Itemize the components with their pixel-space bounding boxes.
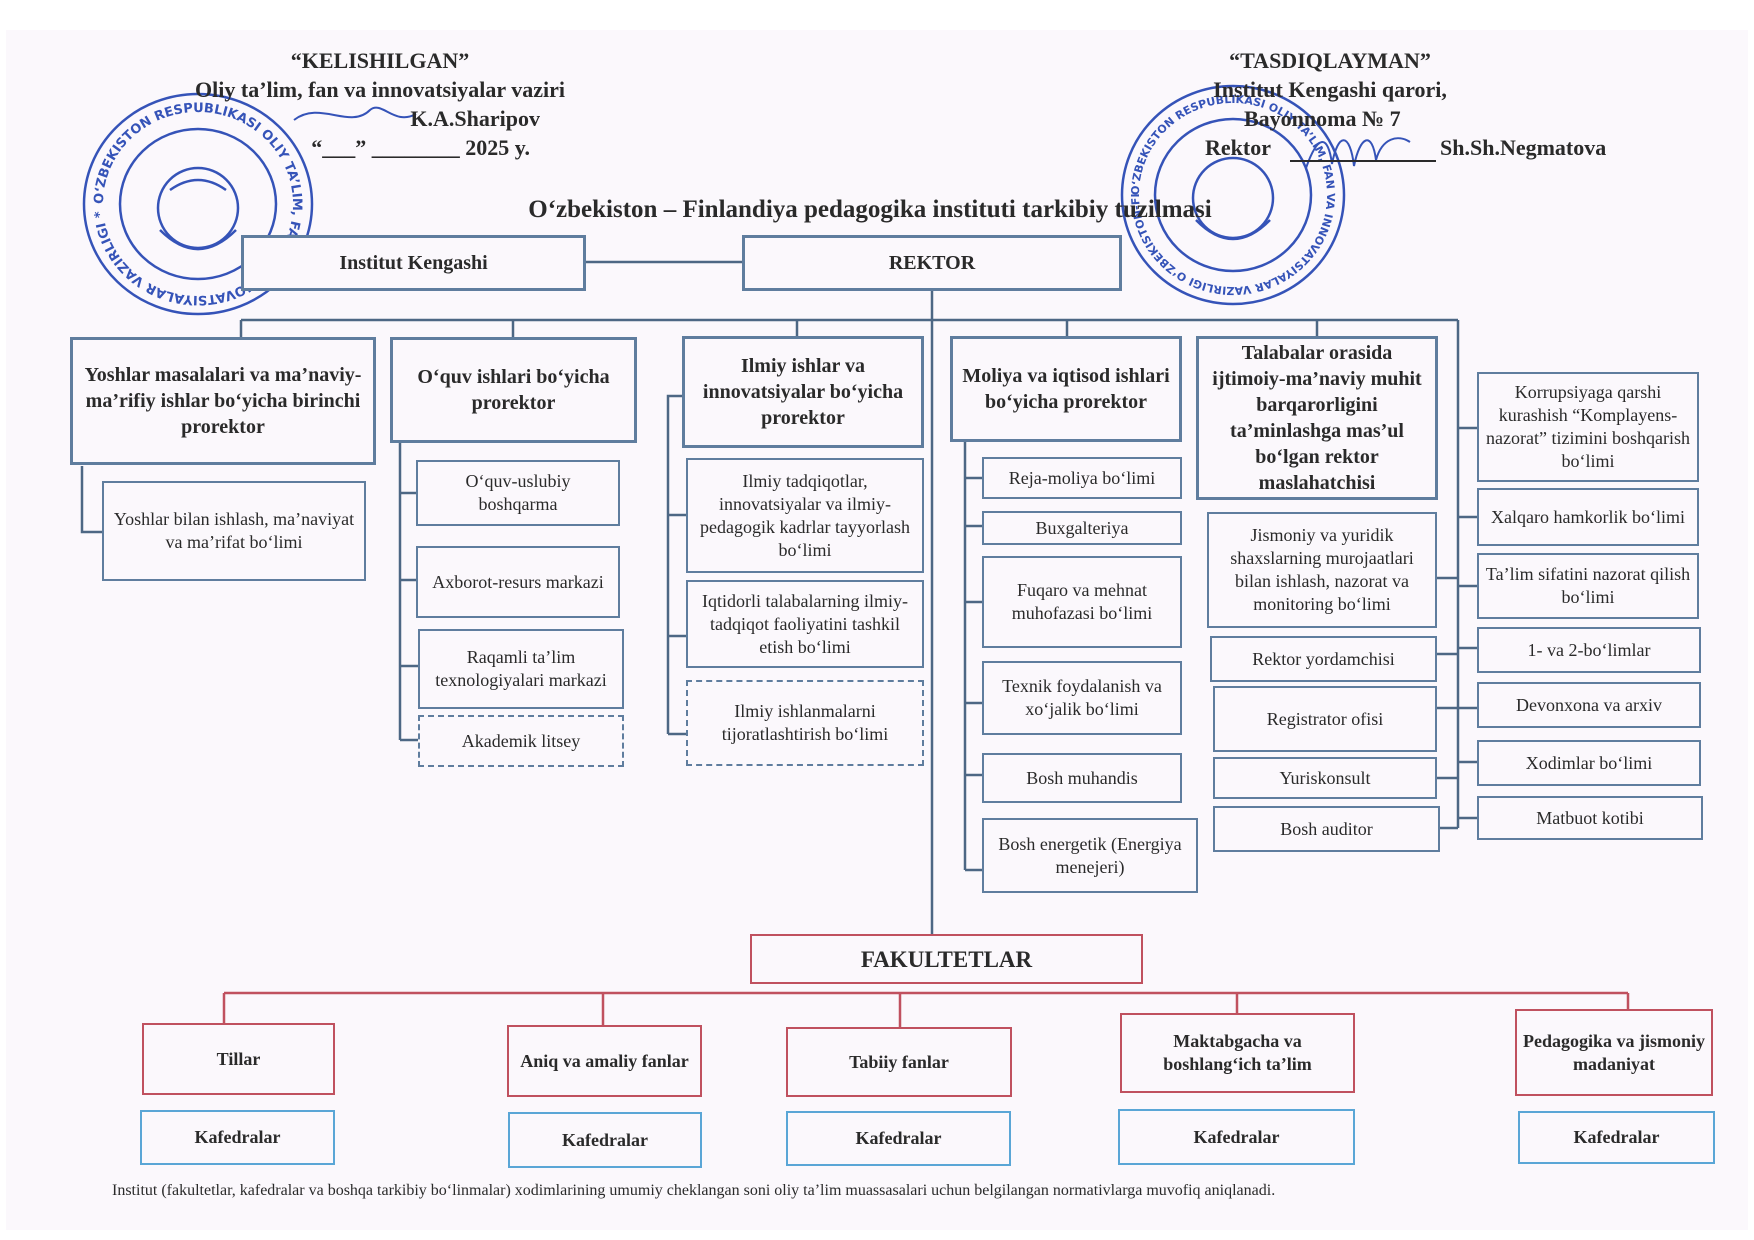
header-right-name: Sh.Sh.Negmatova — [1440, 135, 1607, 160]
col4-head-box: Moliya va iqtisod ishlari bo‘yicha prore… — [950, 336, 1182, 442]
col2-head-box: O‘quv ishlari bo‘yicha prorektor — [390, 337, 637, 443]
header-right-signline — [1290, 160, 1436, 162]
page-title: O‘zbekiston – Finlandiya pedagogika inst… — [528, 196, 1212, 223]
header-left-line1: Oliy ta’lim, fan va innovatsiyalar vazir… — [195, 77, 565, 102]
col2-item-2: Raqamli ta’lim texnologiyalari markazi — [418, 629, 624, 709]
col4-item-1: Buxgalteriya — [982, 511, 1182, 545]
col6-item-1: Xalqaro hamkorlik bo‘limi — [1477, 488, 1699, 546]
line-col1 — [80, 466, 103, 534]
col2-item-3: Akademik litsey — [418, 715, 624, 767]
col5-item-4: Bosh auditor — [1213, 806, 1440, 852]
kafedra-box-3: Kafedralar — [1118, 1109, 1355, 1165]
col2-item-0: O‘quv-uslubiy boshqarma — [416, 460, 620, 526]
line-col3 — [666, 394, 682, 734]
col3-head-box: Ilmiy ishlar va innovatsiyalar bo‘yicha … — [682, 336, 924, 448]
col1-head-box: Yoshlar masalalari va ma’naviy-ma’rifiy … — [70, 337, 376, 465]
footer-note: Institut (fakultetlar, kafedralar va bos… — [112, 1182, 1276, 1199]
col3-item-2: Ilmiy ishlanmalarni tijoratlashtirish bo… — [686, 680, 924, 766]
kafedra-box-0: Kafedralar — [140, 1110, 335, 1165]
faculty-box-1: Aniq va amaliy fanlar — [507, 1025, 702, 1097]
fakultetlar-box: FAKULTETLAR — [750, 934, 1143, 984]
col5-item-3: Yuriskonsult — [1213, 757, 1437, 799]
col4-item-0: Reja-moliya bo‘limi — [982, 457, 1182, 499]
kafedra-box-1: Kafedralar — [508, 1112, 702, 1168]
col5-item-2: Registrator ofisi — [1213, 686, 1437, 752]
header-right-line2: Bayonnoma № 7 — [1244, 106, 1401, 131]
header-left: “KELISHILGAN” Oliy ta’lim, fan va innova… — [160, 46, 600, 162]
signature-right-icon — [1305, 137, 1411, 169]
col5-head-box: Talabalar orasida ijtimoiy-ma’naviy muhi… — [1196, 336, 1438, 500]
col2-item-1: Axborot-resurs markazi — [416, 546, 620, 618]
faculty-box-3: Maktabgacha va boshlang‘ich ta’lim — [1120, 1013, 1355, 1093]
seal-right-icon: O‘ZBEKISTON RESPUBLIKASI OLIY TA’LIM, FA… — [1118, 82, 1346, 306]
col3-item-0: Ilmiy tadqiqotlar, innovatsiyalar va ilm… — [686, 458, 924, 573]
col4-item-3: Texnik foydalanish va xo‘jalik bo‘limi — [982, 661, 1182, 735]
col6-item-4: Devonxona va arxiv — [1477, 682, 1701, 728]
col1-item-0: Yoshlar bilan ishlash, ma’naviyat va ma’… — [102, 481, 366, 581]
col6-item-6: Matbuot kotibi — [1477, 796, 1703, 840]
col4-item-5: Bosh energetik (Energiya menejeri) — [982, 818, 1198, 893]
header-right: “TASDIQLAYMAN” Institut Kengashi qarori,… — [1150, 46, 1510, 133]
header-left-line3: “___” ________ 2025 y. — [311, 135, 530, 160]
faculty-box-0: Tillar — [142, 1023, 335, 1095]
institut-kengashi-box: Institut Kengashi — [241, 235, 586, 291]
signature-left-icon — [293, 106, 417, 121]
header-left-heading: “KELISHILGAN” — [290, 48, 470, 73]
col6-item-2: Ta’lim sifatini nazorat qilish bo‘limi — [1477, 553, 1699, 619]
col5-item-1: Rektor yordamchisi — [1210, 636, 1437, 682]
header-right-rektor: Rektor — [1205, 135, 1271, 160]
col6-item-3: 1- va 2-bo‘limlar — [1477, 627, 1701, 673]
col5-item-0: Jismoniy va yuridik shaxslarning murojaa… — [1207, 512, 1437, 628]
kafedra-box-2: Kafedralar — [786, 1111, 1011, 1166]
header-left-line2: K.A.Sharipov — [410, 106, 540, 131]
kafedra-box-4: Kafedralar — [1518, 1111, 1715, 1164]
faculty-box-2: Tabiiy fanlar — [786, 1027, 1012, 1097]
col6-item-0: Korrupsiyaga qarshi kurashish “Komplayen… — [1477, 372, 1699, 482]
header-right-heading: “TASDIQLAYMAN” — [1229, 48, 1431, 73]
col3-item-1: Iqtidorli talabalarning ilmiy-tadqiqot f… — [686, 580, 924, 668]
faculty-box-4: Pedagogika va jismoniy madaniyat — [1515, 1009, 1713, 1096]
col6-item-5: Xodimlar bo‘limi — [1477, 740, 1701, 786]
col4-item-4: Bosh muhandis — [982, 753, 1182, 803]
col4-item-2: Fuqaro va mehnat muhofazasi bo‘limi — [982, 556, 1182, 648]
header-right-line1: Institut Kengashi qarori, — [1213, 77, 1447, 102]
rektor-box: REKTOR — [742, 235, 1122, 291]
